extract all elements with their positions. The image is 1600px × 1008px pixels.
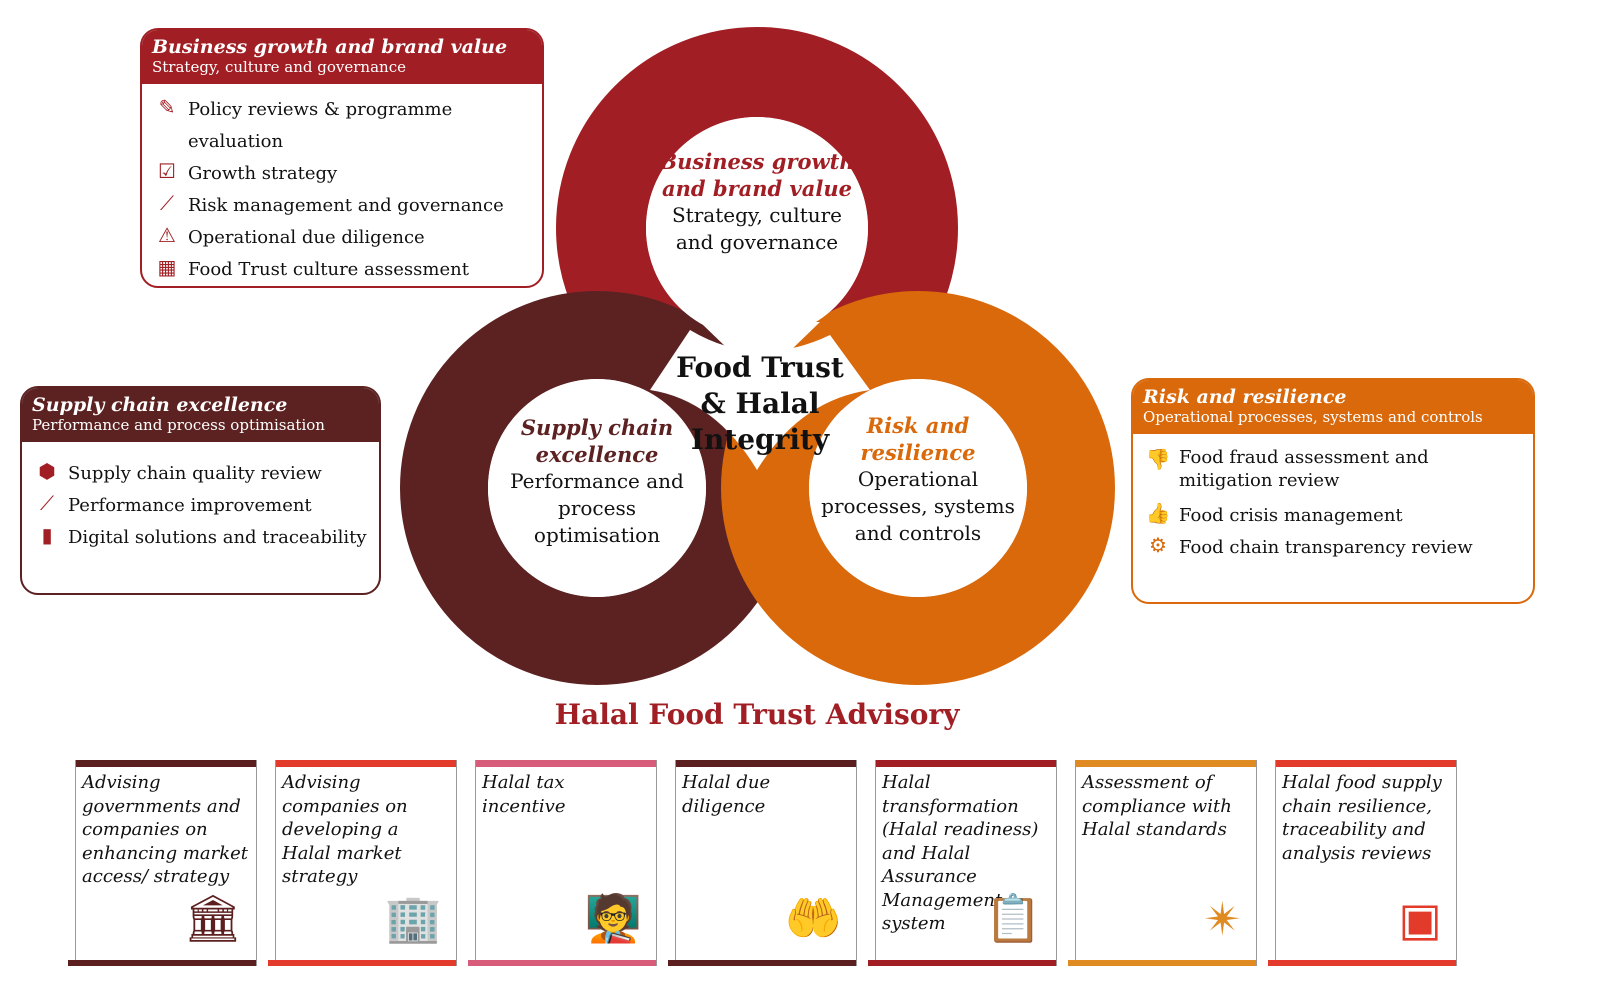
circle-business: Business growth and brand value Strategy… xyxy=(657,148,857,256)
item-label: Risk management and governance xyxy=(188,195,504,216)
tile-top-bar xyxy=(476,760,656,767)
list-item: ⬢ Supply chain quality review xyxy=(32,458,369,490)
circle-business-title: Business growth and brand value xyxy=(659,149,855,201)
box-icon: ⬢ xyxy=(38,459,56,483)
advisory-tile: Halal due diligence 🤲 xyxy=(668,760,857,966)
list-item: ⟋ Performance improvement xyxy=(32,490,369,522)
list-item: ⟋ Risk management and governance xyxy=(152,190,532,222)
halal-hands-icon: 🤲 xyxy=(784,891,842,945)
center-title: Food Trust & Halal Integrity xyxy=(676,351,844,456)
item-label: Food crisis management xyxy=(1179,505,1403,526)
conveyor-icon: ▣ xyxy=(1398,892,1442,946)
box-title: Supply chain excellence xyxy=(32,394,288,416)
tile-label: Assessment of compliance with Halal stan… xyxy=(1082,772,1232,840)
tile-label: Advising companies on developing a Halal… xyxy=(282,772,408,887)
thumbs-down-icon: 👎 xyxy=(1145,446,1171,471)
circle-business-sub: Strategy, culture and governance xyxy=(671,203,843,254)
government-building-icon: 🏛 xyxy=(183,891,242,945)
box-title: Risk and resilience xyxy=(1143,386,1347,408)
tile-label: Halal tax incentive xyxy=(482,772,566,817)
item-label: Digital solutions and traceability xyxy=(68,527,367,548)
advisory-tile: Halal tax incentive 🧑‍🏫 xyxy=(468,760,657,966)
tile-label: Advising governments and companies on en… xyxy=(82,772,249,887)
mobile-icon: ▮ xyxy=(41,523,53,547)
circle-risk-title: Risk and resilience xyxy=(860,413,976,465)
box-subtitle: Performance and process optimisation xyxy=(32,416,325,434)
list-item: 👎 Food fraud assessment and mitigation re… xyxy=(1143,446,1523,492)
list-item: ⚙ Food chain transparency review xyxy=(1143,532,1523,564)
box-title: Business growth and brand value xyxy=(152,36,508,58)
office-building-icon: 🏢 xyxy=(384,891,442,945)
presenter-icon: 🧑‍🏫 xyxy=(584,891,642,945)
list-item: ⚠ Operational due diligence xyxy=(152,222,532,254)
chart-icon: ⟋ xyxy=(40,491,54,515)
list-item: ▮ Digital solutions and traceability xyxy=(32,522,369,554)
item-label: Food chain transparency review xyxy=(1179,537,1473,558)
list-item: ☑ Growth strategy xyxy=(152,158,532,190)
item-label: Operational due diligence xyxy=(188,227,425,248)
box-subtitle: Strategy, culture and governance xyxy=(152,58,406,76)
list-item: 👍 Food crisis management xyxy=(1143,500,1523,532)
thumbs-up-icon: 👍 xyxy=(1145,501,1171,525)
ring-risk xyxy=(721,291,1115,685)
tile-label: Halal transformation (Halal readiness) a… xyxy=(882,772,1039,934)
tile-bottom-bar xyxy=(1068,960,1256,966)
tile-top-bar xyxy=(676,760,856,767)
advisory-tile: Halal transformation (Halal readiness) a… xyxy=(868,760,1057,966)
box-subtitle: Operational processes, systems and contr… xyxy=(1143,408,1483,426)
halal-badge-icon: ✴ xyxy=(1203,892,1242,946)
tile-bottom-bar xyxy=(668,960,856,966)
advisory-tile: Advising companies on developing a Halal… xyxy=(268,760,457,966)
tile-label: Halal food supply chain resilience, trac… xyxy=(1282,772,1442,864)
item-label: Food Trust culture assessment xyxy=(188,259,469,280)
tile-bottom-bar xyxy=(468,960,656,966)
list-item: ▦ Food Trust culture assessment xyxy=(152,254,532,286)
list-item: ✎ Policy reviews & programme evaluation xyxy=(152,94,532,158)
tile-bottom-bar xyxy=(868,960,1056,966)
tile-bottom-bar xyxy=(68,960,256,966)
item-label: Supply chain quality review xyxy=(68,463,322,484)
item-label: Food fraud assessment and mitigation rev… xyxy=(1179,447,1429,491)
advisory-title: Halal Food Trust Advisory xyxy=(554,698,960,731)
gears-icon: ⚙ xyxy=(1149,533,1167,557)
tile-top-bar xyxy=(1076,760,1256,767)
advisory-tile: Assessment of compliance with Halal stan… xyxy=(1068,760,1257,966)
circle-supply: Supply chain excellence Performance and … xyxy=(507,414,687,549)
advisory-tile: Advising governments and companies on en… xyxy=(68,760,257,966)
tile-top-bar xyxy=(1276,760,1456,767)
item-label: Policy reviews & programme evaluation xyxy=(188,99,453,152)
circle-supply-title: Supply chain excellence xyxy=(520,415,674,467)
circle-risk: Risk and resilience Operational processe… xyxy=(818,412,1018,547)
item-label: Performance improvement xyxy=(68,495,312,516)
tile-bottom-bar xyxy=(1268,960,1456,966)
document-pen-icon: ✎ xyxy=(158,95,176,119)
tile-top-bar xyxy=(276,760,456,767)
clipboard-check-icon: 📋 xyxy=(984,891,1042,945)
clipboard-check-icon: ☑ xyxy=(158,159,176,183)
circle-supply-sub: Performance and process optimisation xyxy=(510,469,684,547)
calculator-icon: ▦ xyxy=(157,255,177,279)
tile-top-bar xyxy=(76,760,256,767)
line-chart-icon: ⟋ xyxy=(160,191,174,215)
warning-icon: ⚠ xyxy=(158,223,176,247)
tile-top-bar xyxy=(876,760,1056,767)
circle-risk-sub: Operational processes, systems and contr… xyxy=(821,467,1015,545)
tile-bottom-bar xyxy=(268,960,456,966)
tile-label: Halal due diligence xyxy=(682,772,771,817)
advisory-tile: Halal food supply chain resilience, trac… xyxy=(1268,760,1457,966)
item-label: Growth strategy xyxy=(188,163,338,184)
